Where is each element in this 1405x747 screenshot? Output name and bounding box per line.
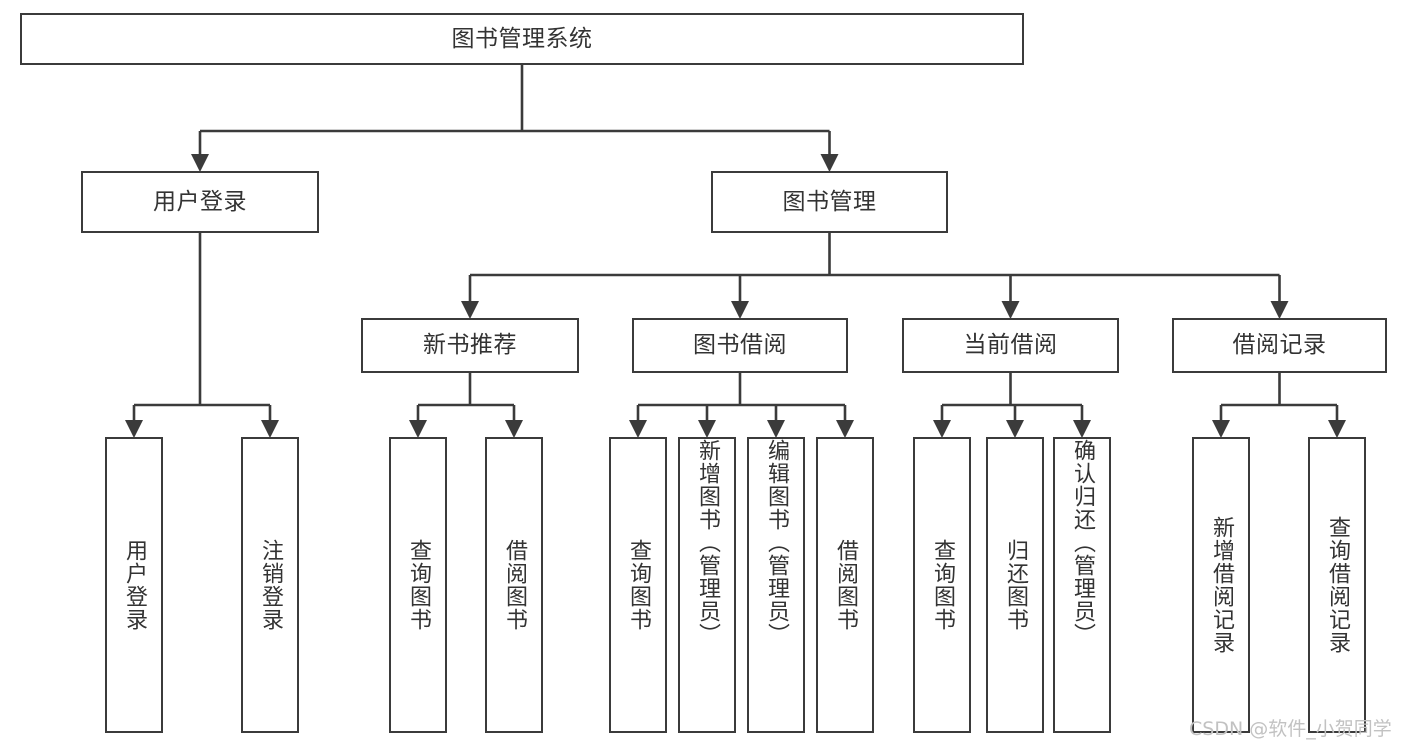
node-leaf-edit-book-label: 编辑图书（管理员） [763, 439, 789, 646]
node-leaf-borrow-book-b-label: 借阅图书 [832, 539, 858, 631]
node-borrow-record[interactable]: 借阅记录 [1172, 318, 1387, 373]
node-leaf-add-borrow-record[interactable]: 新增借阅记录 [1192, 437, 1250, 733]
node-leaf-user-login-label: 用户登录 [121, 539, 147, 631]
node-leaf-query-book-a[interactable]: 查询图书 [389, 437, 447, 733]
node-user-login[interactable]: 用户登录 [81, 171, 319, 233]
node-leaf-logout-login-label: 注销登录 [257, 539, 283, 631]
csdn-watermark: CSDN @软件_小贺同学 [1189, 718, 1392, 740]
node-leaf-borrow-book-a[interactable]: 借阅图书 [485, 437, 543, 733]
node-leaf-user-login[interactable]: 用户登录 [105, 437, 163, 733]
node-root[interactable]: 图书管理系统 [20, 13, 1024, 65]
node-book-manage-label: 图书管理 [782, 188, 877, 215]
node-leaf-query-book-a-label: 查询图书 [405, 539, 431, 631]
node-leaf-logout-login[interactable]: 注销登录 [241, 437, 299, 733]
node-user-login-label: 用户登录 [153, 188, 247, 215]
node-leaf-borrow-book-b[interactable]: 借阅图书 [816, 437, 874, 733]
node-leaf-query-book-b[interactable]: 查询图书 [609, 437, 667, 733]
node-leaf-query-book-c[interactable]: 查询图书 [913, 437, 971, 733]
node-leaf-add-book-label: 新增图书（管理员） [694, 439, 720, 646]
node-book-borrow-label: 图书借阅 [693, 332, 787, 359]
node-book-borrow[interactable]: 图书借阅 [632, 318, 848, 373]
node-root-label: 图书管理系统 [451, 25, 593, 52]
node-leaf-confirm-return[interactable]: 确认归还（管理员） [1053, 437, 1111, 733]
node-leaf-confirm-return-label: 确认归还（管理员） [1069, 439, 1095, 646]
node-new-book-recommend[interactable]: 新书推荐 [361, 318, 579, 373]
node-new-book-recommend-label: 新书推荐 [423, 332, 517, 359]
node-leaf-borrow-book-a-label: 借阅图书 [501, 539, 527, 631]
node-current-borrow[interactable]: 当前借阅 [902, 318, 1119, 373]
node-current-borrow-label: 当前借阅 [963, 332, 1058, 359]
node-leaf-query-book-b-label: 查询图书 [625, 539, 651, 631]
node-leaf-return-book-label: 归还图书 [1002, 539, 1028, 631]
node-leaf-query-borrow-record-label: 查询借阅记录 [1324, 516, 1350, 654]
node-leaf-add-book[interactable]: 新增图书（管理员） [678, 437, 736, 733]
node-borrow-record-label: 借阅记录 [1232, 332, 1327, 359]
node-leaf-query-book-c-label: 查询图书 [929, 539, 955, 631]
node-leaf-edit-book[interactable]: 编辑图书（管理员） [747, 437, 805, 733]
node-book-manage[interactable]: 图书管理 [711, 171, 948, 233]
node-leaf-query-borrow-record[interactable]: 查询借阅记录 [1308, 437, 1366, 733]
node-leaf-return-book[interactable]: 归还图书 [986, 437, 1044, 733]
node-leaf-add-borrow-record-label: 新增借阅记录 [1208, 516, 1234, 654]
